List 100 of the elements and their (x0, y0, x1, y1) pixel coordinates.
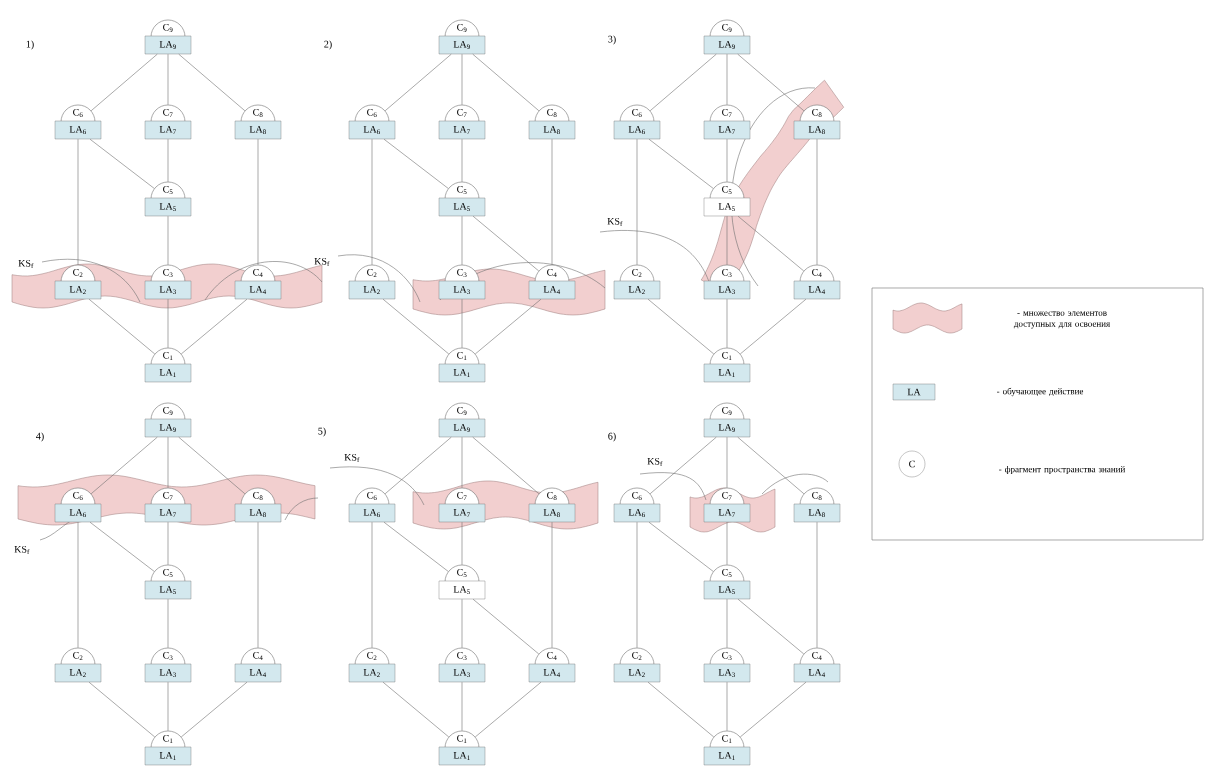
panel-number: 4) (36, 432, 44, 442)
connector-line (636, 521, 638, 649)
connector-line (551, 138, 553, 266)
connector-line (726, 138, 728, 183)
action-unit: C$_{1}$ LA$_{1}$ (703, 730, 751, 766)
action-unit: C$_{1}$ LA$_{1}$ (144, 730, 192, 766)
connector-line (89, 521, 155, 572)
action-unit: C$_{8}$ LA$_{8}$ (234, 104, 282, 140)
action-unit: C$_{4}$ LA$_{4}$ (234, 264, 282, 300)
action-unit: C$_{1}$ LA$_{1}$ (144, 347, 192, 383)
action-unit: C$_{9}$ LA$_{9}$ (438, 402, 486, 438)
action-unit: C$_{1}$ LA$_{1}$ (438, 730, 486, 766)
connector-line (636, 138, 638, 266)
connector-line (461, 436, 463, 489)
connector-line (472, 598, 540, 655)
connector-line (648, 521, 714, 572)
connector-line (167, 681, 169, 732)
action-unit: C$_{7}$ LA$_{7}$ (438, 104, 486, 140)
connector-line (649, 53, 717, 112)
action-unit: C$_{8}$ LA$_{8}$ (234, 487, 282, 523)
connector-line (167, 598, 169, 649)
connector-line (371, 138, 373, 266)
set-label: KS$_{f}$ (607, 217, 623, 227)
action-unit: C$_{9}$ LA$_{9}$ (438, 19, 486, 55)
connector-line (551, 521, 553, 649)
action-unit: C$_{4}$ LA$_{4}$ (528, 264, 576, 300)
connector-line (167, 138, 169, 183)
action-unit: C$_{8}$ LA$_{8}$ (528, 487, 576, 523)
connector-line (737, 598, 805, 655)
action-unit: C$_{5}$ LA$_{5}$ (703, 564, 751, 600)
connector-line (472, 215, 540, 272)
connector-line (88, 298, 156, 355)
action-unit: C$_{2}$ LA$_{2}$ (54, 264, 102, 300)
action-unit: C$_{1}$ LA$_{1}$ (703, 347, 751, 383)
connector-line (739, 298, 807, 355)
connector-line (647, 681, 715, 738)
connector-line (648, 138, 714, 189)
set-label: KS$_{f}$ (647, 457, 663, 467)
connector-line (726, 521, 728, 566)
panel-number: 5) (318, 427, 326, 437)
connector-line (474, 681, 542, 738)
connector-line (461, 53, 463, 106)
connector-line (384, 436, 452, 495)
action-unit: C$_{4}$ LA$_{4}$ (234, 647, 282, 683)
action-unit: C$_{6}$ LA$_{6}$ (348, 487, 396, 523)
action-unit: C$_{7}$ LA$_{7}$ (703, 487, 751, 523)
connector-line (739, 681, 807, 738)
action-unit: C$_{4}$ LA$_{4}$ (528, 647, 576, 683)
panel-number: 3) (608, 35, 616, 45)
connector-line (726, 298, 728, 349)
connector-line (382, 298, 450, 355)
action-unit: C$_{7}$ LA$_{7}$ (144, 104, 192, 140)
action-unit: C$_{5}$ LA$_{5}$ (144, 564, 192, 600)
action-unit: C$_{7}$ LA$_{7}$ (144, 487, 192, 523)
connector-line (167, 215, 169, 266)
connector-line (178, 53, 246, 112)
action-unit: C$_{9}$ LA$_{9}$ (144, 19, 192, 55)
action-unit: C$_{7}$ LA$_{7}$ (703, 104, 751, 140)
action-unit: C$_{8}$ LA$_{8}$ (793, 104, 841, 140)
connector-line (816, 521, 818, 649)
connector-line (816, 138, 818, 266)
connector-line (472, 53, 540, 112)
action-unit: C$_{5}$ LA$_{5}$ (438, 181, 486, 217)
connector-line (371, 521, 373, 649)
connector-line (726, 53, 728, 106)
connector-line (737, 53, 805, 112)
set-label: KS$_{f}$ (314, 257, 330, 267)
action-unit: C$_{3}$ LA$_{3}$ (144, 264, 192, 300)
connector-line (167, 436, 169, 489)
action-unit: C$_{5}$ LA$_{5}$ (144, 181, 192, 217)
connector-line (167, 53, 169, 106)
action-unit: C$_{4}$ LA$_{4}$ (793, 647, 841, 683)
connector-line (737, 436, 805, 495)
connector-line (461, 215, 463, 266)
set-label: KS$_{f}$ (344, 453, 360, 463)
connector-line (461, 138, 463, 183)
connector-line (649, 436, 717, 495)
connector-line (90, 53, 158, 112)
action-unit: C$_{2}$ LA$_{2}$ (348, 264, 396, 300)
legend-text: - обучающее действие (996, 387, 1084, 397)
legend-sample-box: LA (892, 383, 936, 401)
connector-line (178, 436, 246, 495)
action-unit: C$_{6}$ LA$_{6}$ (348, 104, 396, 140)
action-unit: C$_{4}$ LA$_{4}$ (793, 264, 841, 300)
connector-line (726, 215, 728, 266)
action-unit: C$_{8}$ LA$_{8}$ (528, 104, 576, 140)
panel-number: 2) (324, 40, 332, 50)
action-unit: C$_{6}$ LA$_{6}$ (613, 487, 661, 523)
set-label: KS$_{f}$ (18, 259, 34, 269)
action-unit: C$_{1}$ LA$_{1}$ (438, 347, 486, 383)
action-unit: C$_{5}$ LA$_{5}$ (703, 181, 751, 217)
connector-line (90, 436, 158, 495)
action-unit: C$_{8}$ LA$_{8}$ (793, 487, 841, 523)
connector-line (461, 598, 463, 649)
connector-line (257, 521, 259, 649)
panel-number: 1) (26, 40, 34, 50)
action-unit: C$_{6}$ LA$_{6}$ (54, 487, 102, 523)
connector-line (461, 298, 463, 349)
connector-line (726, 681, 728, 732)
set-label: KS$_{f}$ (14, 545, 30, 555)
